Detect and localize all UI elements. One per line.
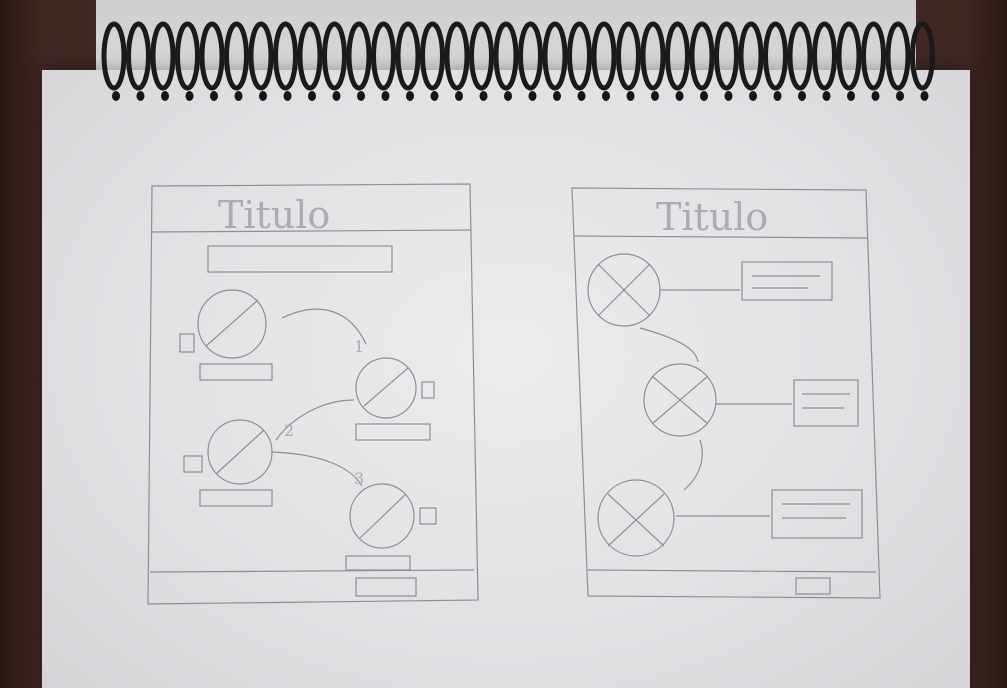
right-item-2: [644, 364, 858, 436]
right-item-1-text-card: [742, 262, 832, 300]
left-step-1: [180, 290, 272, 380]
wireframe-right: Titulo: [572, 188, 880, 598]
right-item-2-text-card: [794, 380, 858, 426]
left-step-1-image-placeholder: [198, 290, 266, 358]
right-item-1: [588, 254, 832, 326]
left-phone-frame: [148, 184, 478, 604]
left-footer-button: [356, 578, 416, 596]
left-step-label-2: 2: [284, 421, 294, 440]
wireframe-left: Titulo 1 2: [148, 184, 478, 604]
left-footer-divider: [150, 570, 474, 572]
right-item-3: [598, 480, 862, 556]
left-step-4-image-placeholder: [350, 484, 414, 548]
left-subtitle-box: [208, 246, 392, 272]
left-step-1-caption-box: [200, 364, 272, 380]
left-step-3: [184, 420, 272, 506]
right-footer-divider: [588, 570, 876, 572]
left-arrow-3: [272, 452, 362, 486]
right-arrow-2: [684, 440, 702, 490]
right-item-3-text-card: [772, 490, 862, 538]
left-step-3-caption-box: [200, 490, 272, 506]
left-step-4-caption-box: [346, 556, 410, 570]
left-title: Titulo: [218, 193, 330, 237]
right-arrow-1: [640, 328, 698, 362]
right-title: Titulo: [656, 195, 768, 239]
left-step-label-1: 1: [354, 337, 364, 356]
left-step-2-caption-box: [356, 424, 430, 440]
right-footer-button: [796, 578, 830, 594]
left-step-label-3: 3: [354, 469, 364, 488]
left-step-4: [346, 484, 436, 570]
left-step-2-image-placeholder: [356, 358, 416, 418]
left-step-2: [356, 358, 434, 440]
